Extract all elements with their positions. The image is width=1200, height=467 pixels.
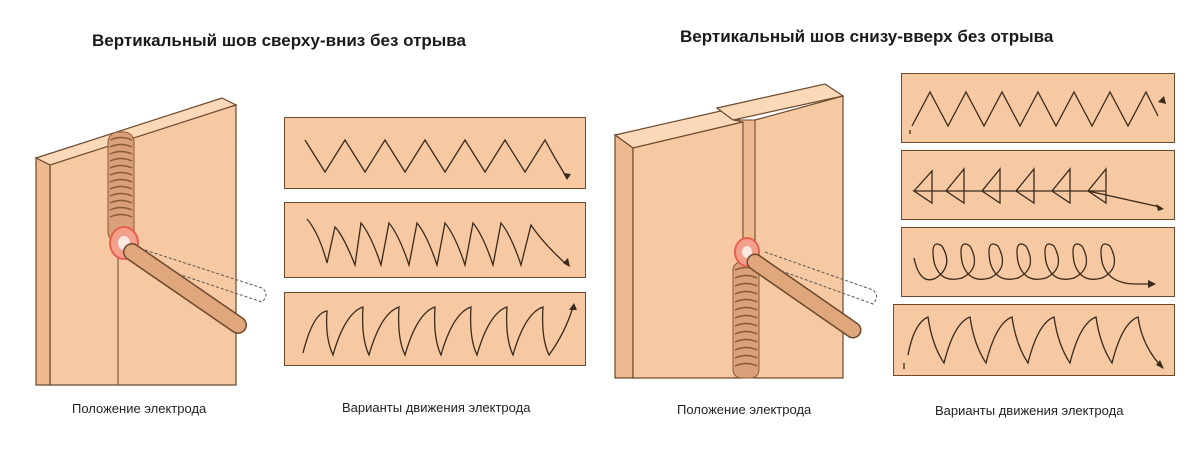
left-pattern-crescent bbox=[284, 202, 586, 278]
left-pattern-zigzag bbox=[284, 117, 586, 189]
left-plate-side bbox=[35, 157, 51, 386]
left-electrode-alt bbox=[144, 249, 267, 303]
left-caption-position: Положение электрода bbox=[72, 401, 207, 416]
left-pattern-hook bbox=[284, 292, 586, 366]
right-title: Вертикальный шов снизу-вверх без отрыва bbox=[680, 27, 1054, 46]
right-right-block-front bbox=[754, 95, 844, 379]
right-caption-motion: Варианты движения электрода bbox=[935, 403, 1124, 418]
right-pattern-triangle bbox=[901, 150, 1175, 220]
right-electrode-alt bbox=[764, 251, 877, 305]
right-weld-bead bbox=[732, 261, 760, 379]
right-pattern-hook bbox=[893, 304, 1175, 376]
left-caption-motion: Варианты движения электрода bbox=[342, 400, 531, 415]
right-left-block-front bbox=[632, 121, 744, 379]
right-pattern-loop bbox=[901, 227, 1175, 297]
right-pattern-zigzag bbox=[901, 73, 1175, 143]
left-title: Вертикальный шов сверху-вниз без отрыва bbox=[92, 31, 466, 50]
right-workpiece-illustration bbox=[613, 83, 877, 379]
right-caption-position: Положение электрода bbox=[677, 402, 812, 417]
left-workpiece-illustration bbox=[34, 97, 267, 386]
right-left-block-side bbox=[614, 133, 634, 379]
